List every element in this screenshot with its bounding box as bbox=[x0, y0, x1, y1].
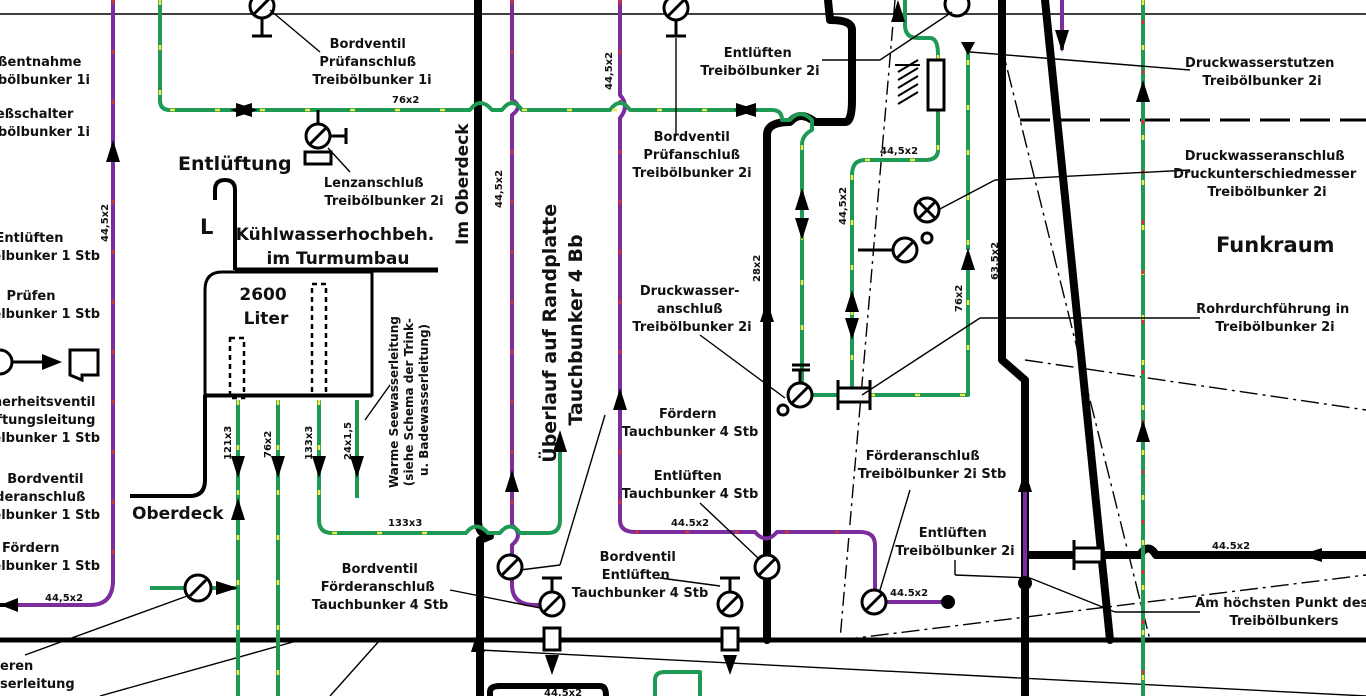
green-bottom-piece bbox=[653, 670, 702, 696]
label-im-oberdeck: Im Oberdeck bbox=[453, 123, 473, 245]
dim-133x3-horizontal: 133x3 bbox=[388, 518, 422, 529]
green-ent-2i-up bbox=[850, 0, 971, 397]
label-pruefen-1stb: Prüfen elbunker 1 Stb bbox=[0, 289, 100, 322]
dim-44-5-bottom-pipe: 44.5x2 bbox=[544, 688, 582, 696]
valves bbox=[0, 0, 1104, 675]
label-messschalter: Meßschalter eibölbunker 1i bbox=[0, 107, 90, 140]
dim-44-5-green: 44,5x2 bbox=[838, 187, 849, 225]
label-entluften-2i-bottom: Entlüften Treibölbunker 2i bbox=[895, 526, 1014, 559]
standpipe-right bbox=[310, 282, 328, 398]
hull-slant bbox=[1041, 0, 1114, 644]
vertical-28x2 bbox=[763, 0, 856, 644]
label-foerdern-1stb: Fördern elbunker 1 Stb bbox=[0, 541, 100, 574]
black-pipes bbox=[0, 354, 609, 696]
valve-foerder-4stb bbox=[538, 576, 566, 675]
valve-entluften-4stb bbox=[753, 553, 781, 581]
dim-76x2-tank: 76x2 bbox=[263, 431, 274, 458]
dim-44-5-left: 44,5x2 bbox=[100, 204, 111, 242]
dimension-labels: 76x2 44,5x2 44,5x2 44,5x2 44,5x2 44,5x2 … bbox=[45, 52, 1250, 696]
label-rohrdurchfuehrung: Rohrdurchführung in Treibölbunker 2i bbox=[1196, 302, 1354, 335]
valve-druckwasser-2i bbox=[776, 363, 814, 417]
dim-44-5-bottom: 44.5x2 bbox=[671, 518, 709, 529]
dashdot-line-2 bbox=[999, 39, 1151, 641]
standpipe-left bbox=[228, 336, 246, 400]
label-funkraum: Funkraum bbox=[1216, 233, 1335, 257]
label-messentnahme: eßentnahme eibölbunker 1i bbox=[0, 55, 90, 88]
green-tank-133 bbox=[317, 400, 562, 535]
pipe-flange-rohr bbox=[836, 380, 872, 410]
label-entlueftung: Entlüftung bbox=[178, 153, 292, 175]
dim-28x2: 28x2 bbox=[752, 255, 763, 282]
bottom-slant-3 bbox=[329, 639, 381, 696]
purple-left-vertical bbox=[0, 0, 115, 607]
dim-44-5-overflow: 44,5x2 bbox=[494, 170, 505, 208]
tank-bottom-deck bbox=[130, 395, 207, 498]
pipe-node bbox=[1018, 576, 1032, 590]
label-warme-seewasser: Warme Seewasserleitung (siehe Schema der… bbox=[387, 312, 431, 488]
bottom-black-pipe bbox=[487, 683, 609, 696]
green-top-76x2 bbox=[158, 0, 814, 340]
vent-gooseneck bbox=[213, 177, 237, 270]
dim-44-5-left-bottom: 44,5x2 bbox=[45, 593, 83, 604]
text-labels: eßentnahme eibölbunker 1i Meßschalter ei… bbox=[0, 37, 1366, 692]
valve-lenzanschluss bbox=[303, 110, 348, 166]
label-kuehlwasser: Kühlwasserhochbeh. im Turmumbau bbox=[236, 225, 440, 269]
label-druckwasserstutzen: Druckwasserstutzen Treibölbunker 2i bbox=[1185, 56, 1339, 89]
label-entluften-4stb: Entlüften Tauchbunker 4 Stb bbox=[622, 469, 759, 502]
purple-44-5-main bbox=[618, 0, 877, 600]
flow-arrows bbox=[106, 0, 1322, 652]
bottom-slant-2 bbox=[99, 639, 301, 696]
label-entluften-2i-top: Entlüften Treibölbunker 2i bbox=[700, 46, 819, 79]
label-oberdeck: Oberdeck bbox=[132, 504, 224, 524]
dim-44-5-ent: 44.5x2 bbox=[890, 588, 928, 599]
label-bordventil-foerder-1stb: Bordventil rderanschluß elbunker 1 Stb bbox=[0, 472, 100, 523]
label-druckwasseranschluss-mess: Druckwasseranschluß Druckunterschiedmess… bbox=[1173, 149, 1361, 200]
label-bordventil-entl-4stb: Bordventil Entlüften Tauchbunker 4 Stb bbox=[572, 550, 709, 601]
dim-121x3: 121x3 bbox=[223, 426, 234, 460]
dim-44-5-horizontal: 44,5x2 bbox=[880, 146, 918, 157]
spring-valve bbox=[895, 58, 946, 112]
dim-76x2-right: 76x2 bbox=[954, 285, 965, 312]
sicherheitsventil-symbol bbox=[68, 348, 100, 383]
valve-bordventil-2i bbox=[662, 0, 690, 38]
dim-133x3-vertical: 133x3 bbox=[304, 426, 315, 460]
label-bordventil-foerder-4stb: Bordventil Förderanschluß Tauchbunker 4 … bbox=[312, 562, 449, 613]
valve-foerder-2istb bbox=[860, 588, 888, 616]
bottom-slant bbox=[479, 649, 1366, 696]
label-foerderanschluss-2istb: Förderanschluß Treibölbunker 2i Stb bbox=[858, 449, 1007, 482]
label-entluften-1stb: Entlüften elbunker 1 Stb bbox=[0, 231, 100, 264]
label-foerdern-4stb: Fördern Tauchbunker 4 Stb bbox=[622, 407, 759, 440]
valve-bordventil-1i bbox=[248, 0, 276, 38]
messer-gauge bbox=[913, 196, 941, 245]
right-pipe-black bbox=[1021, 544, 1366, 559]
label-eren-leitung: eren serleitung bbox=[0, 659, 75, 692]
valve-entl-4stb bbox=[716, 576, 744, 675]
pipe-end-cap bbox=[941, 595, 955, 609]
valve-left-mid bbox=[0, 348, 14, 376]
label-ueberlauf: Überlauf auf Randplatte Tauchbunker 4 Bb bbox=[537, 197, 587, 462]
label-bordventil-pruef-1i: Bordventil Prüfanschluß Treibölbunker 1i bbox=[312, 37, 431, 88]
dim-63-5x2: 63,5x2 bbox=[990, 242, 1001, 280]
label-druckwasseranschluss-2i: Druckwasser- anschluß Treibölbunker 2i bbox=[632, 284, 751, 335]
dim-76x2-top: 76x2 bbox=[392, 95, 419, 106]
label-l-mark: L bbox=[200, 215, 213, 239]
leader-lines bbox=[24, 9, 1200, 656]
cooling-water-tank bbox=[130, 177, 438, 498]
label-tank-volume: 2600 Liter bbox=[239, 285, 292, 329]
label-hoechster-punkt: Am höchsten Punkt des Treibölbunkers bbox=[1195, 596, 1366, 629]
pipe-flange-right bbox=[1072, 540, 1104, 570]
valve-overflow bbox=[496, 553, 524, 581]
label-bordventil-pruef-2i: Bordventil Prüfanschluß Treibölbunker 2i bbox=[632, 130, 751, 181]
dim-24x1-5: 24x1,5 bbox=[343, 422, 354, 460]
valve-druckunterschied bbox=[858, 236, 919, 264]
label-sicherheitsventil: herheitsventil üftungsleitung elbunker 1… bbox=[0, 395, 100, 446]
oberdeck-wall bbox=[474, 0, 494, 696]
label-lenzanschluss: Lenzanschluß Treibölbunker 2i bbox=[324, 176, 444, 209]
bulkhead-right bbox=[998, 0, 1029, 696]
dashdot-line-3 bbox=[1024, 359, 1366, 411]
dim-44-5-purple: 44,5x2 bbox=[604, 52, 615, 90]
valve-left-bottom bbox=[183, 573, 213, 603]
dim-44-5-right: 44.5x2 bbox=[1212, 541, 1250, 552]
